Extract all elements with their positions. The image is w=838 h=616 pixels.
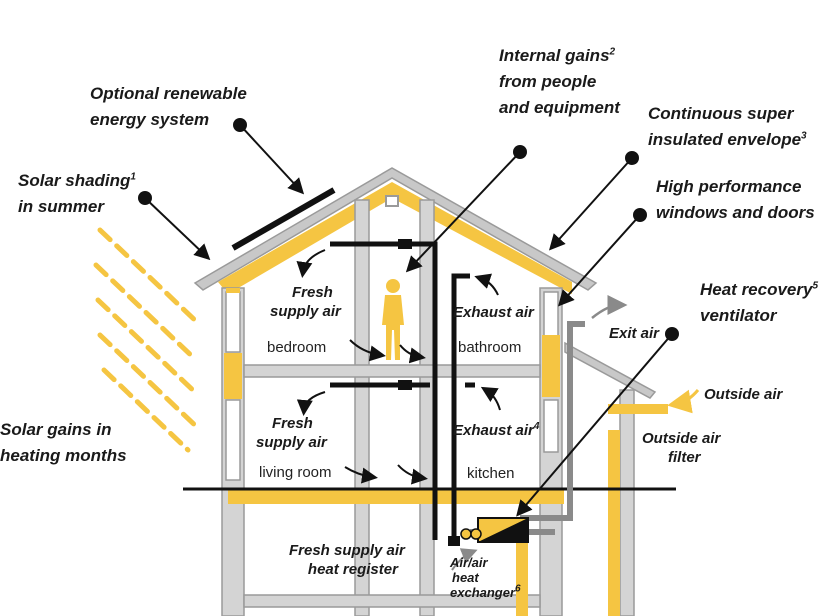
person-icon [382, 279, 404, 360]
outside-air-label: Outside air [704, 386, 783, 403]
outside-air-arrow [667, 389, 700, 414]
heat-recovery-label: Heat recovery5 ventilator [700, 280, 819, 325]
windows-doors-label: High performance windows and doors [656, 177, 815, 222]
supply-diffuser-top [398, 239, 412, 249]
internal-gains-label: Internal gains2 from people and equipmen… [499, 46, 620, 117]
exchanger-label: Air/air heat exchanger6 [450, 555, 521, 600]
room-bedroom: bedroom [267, 339, 327, 356]
room-bathroom: bathroom [458, 339, 522, 356]
solar-gains-label: Solar gains in heating months [0, 420, 127, 465]
envelope-label: Continuous super insulated envelope3 [648, 104, 807, 149]
outside-air-filter-label: Outside air filter [642, 430, 721, 466]
solar-panel [231, 187, 336, 251]
solar-rays [93, 227, 203, 453]
room-living-room: living room [259, 464, 332, 481]
solar-shading-label: Solar shading1 in summer [18, 171, 136, 216]
exhaust-air-mid-label: Exhaust air4 [453, 421, 540, 440]
heat-register-label: Fresh supply air heat register [289, 542, 405, 578]
leader-lines [138, 118, 679, 517]
exhaust-air-top-label: Exhaust air [453, 304, 534, 321]
exit-air-label: Exit air [609, 325, 660, 342]
heat-exchanger [448, 517, 529, 546]
fresh-supply-mid-label: Fresh supply air [256, 415, 327, 451]
exchanger-arrow [451, 548, 478, 571]
airflow-arrows [296, 249, 501, 485]
roof [193, 167, 598, 294]
fresh-supply-top-label: Fresh supply air [270, 284, 341, 320]
supply-diffuser-mid [398, 380, 412, 390]
renewable-energy-label: Optional renewable energy system [90, 84, 247, 129]
walls [221, 199, 657, 616]
room-kitchen: kitchen [467, 465, 515, 482]
exit-arrow [591, 295, 628, 319]
